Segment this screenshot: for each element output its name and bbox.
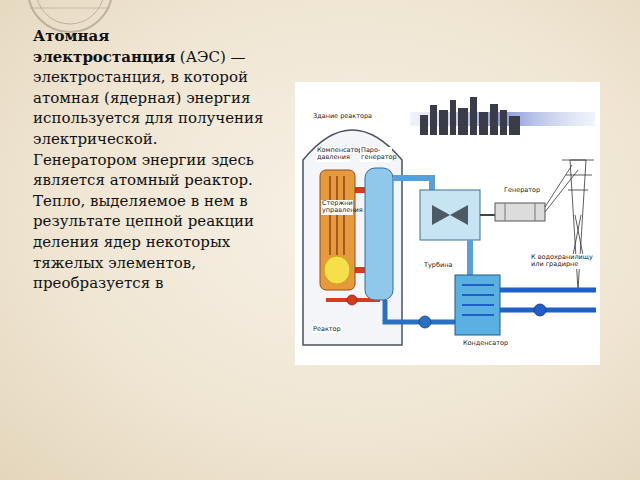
text-block: Атомная электростанция(АЭС) — электроста…	[33, 26, 265, 294]
part-label: Конденсатор	[462, 340, 509, 347]
image-panel	[295, 82, 600, 365]
part-label: Генератор	[503, 187, 541, 194]
heading-term: Атомная электростанция	[33, 27, 175, 66]
part-label: Компенсатор давления	[316, 147, 350, 162]
part-label: Паро-генератор	[360, 147, 392, 162]
part-label: Реактор	[312, 326, 342, 333]
turbine	[420, 190, 495, 240]
condenser	[455, 275, 500, 335]
steam-generator	[365, 168, 393, 300]
city-skyline	[420, 97, 520, 135]
power-line	[545, 160, 594, 290]
part-label: К водохранилищу или градирне	[530, 254, 594, 269]
part-label: Турбина	[423, 262, 453, 269]
cooling-pipes	[500, 290, 596, 316]
body-text: (АЭС) — электростанция, в которой атомна…	[33, 48, 264, 293]
generator	[495, 203, 545, 221]
part-label: Здание реактора	[312, 113, 373, 120]
part-label: Стержни управления	[321, 200, 353, 215]
